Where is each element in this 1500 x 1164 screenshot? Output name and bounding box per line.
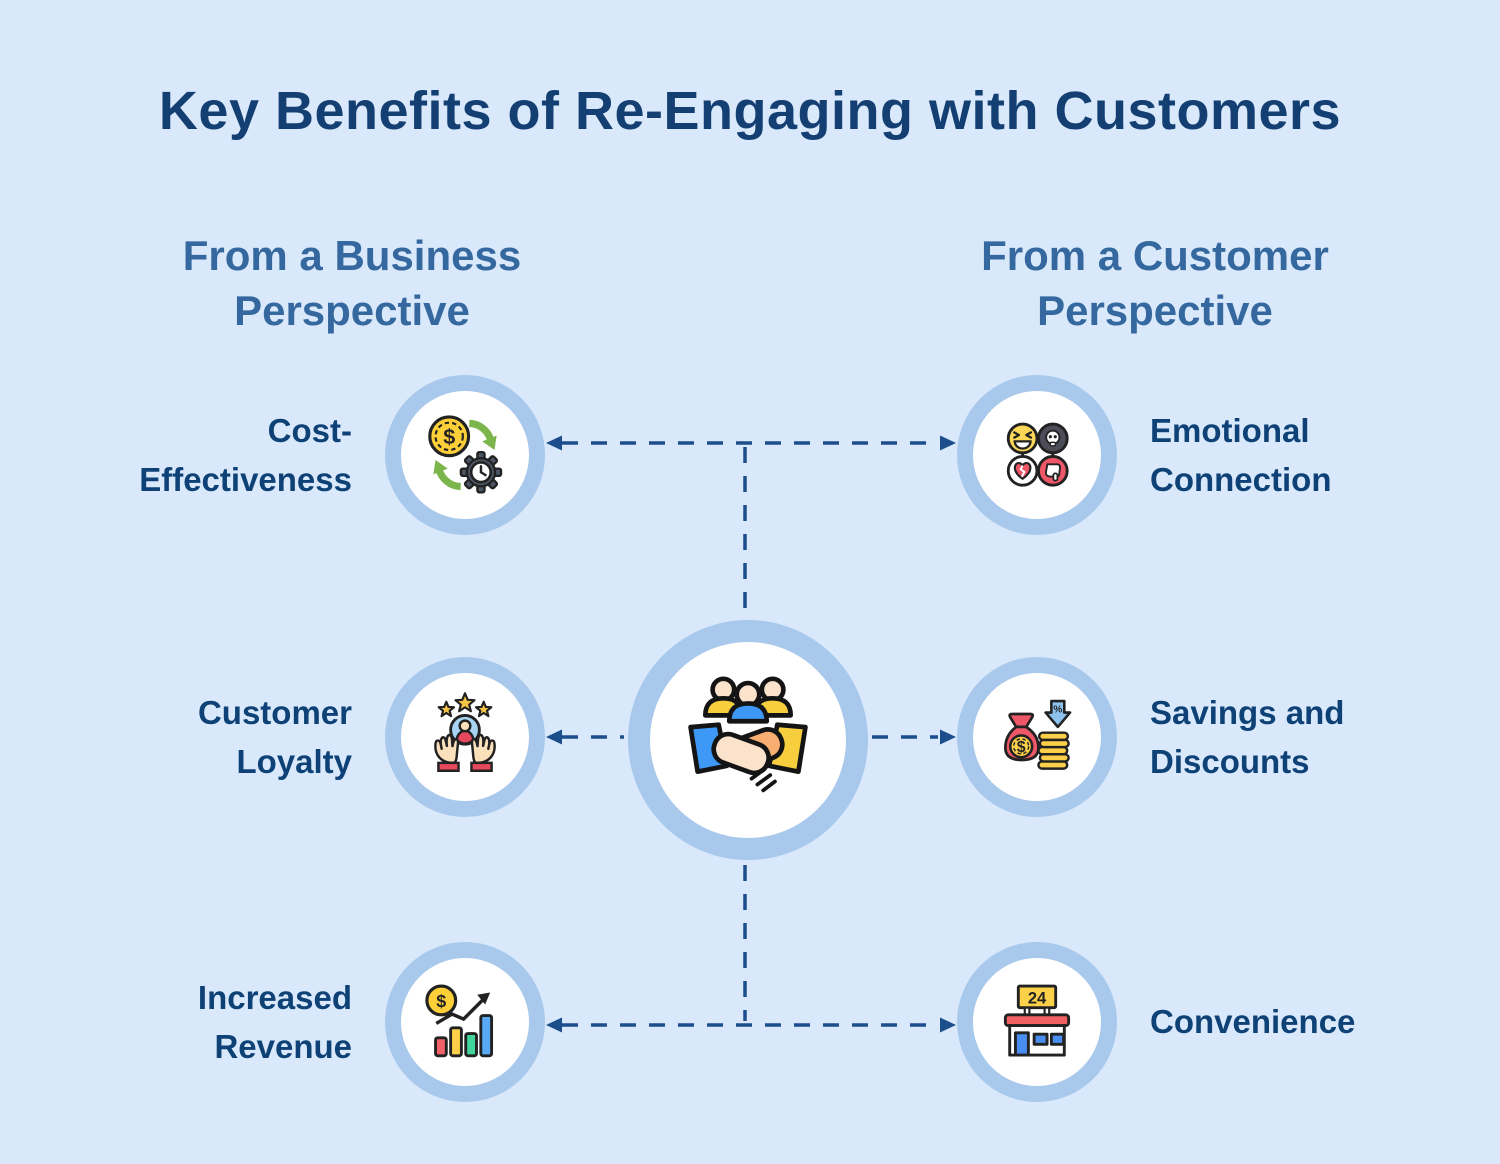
arrow-left-icon bbox=[546, 435, 562, 451]
benefit-label: Savings and Discounts bbox=[1150, 662, 1450, 812]
benefit-label-text: Savings and Discounts bbox=[1150, 693, 1345, 781]
benefit-circle-emotional-connection bbox=[957, 375, 1117, 535]
arrow-right-icon bbox=[940, 435, 956, 451]
benefit-label: Cost-Effectiveness bbox=[82, 380, 352, 530]
svg-text:$: $ bbox=[436, 991, 446, 1011]
svg-text:%: % bbox=[1053, 705, 1062, 716]
svg-text:$: $ bbox=[1017, 739, 1026, 756]
handshake-people-icon bbox=[688, 676, 808, 793]
arrow-right-icon bbox=[940, 1017, 956, 1033]
benefit-label-text: Cost-Effectiveness bbox=[139, 411, 352, 499]
arrow-left-icon bbox=[546, 729, 562, 745]
benefit-label: Emotional Connection bbox=[1150, 380, 1450, 530]
benefit-label: Convenience bbox=[1150, 947, 1450, 1097]
cost-effectiveness-icon: $ bbox=[428, 415, 503, 494]
benefit-circle-customer-loyalty bbox=[385, 657, 545, 817]
svg-text:$: $ bbox=[443, 424, 455, 449]
benefit-label-text: Increased Revenue bbox=[197, 978, 352, 1066]
benefit-label: Customer Loyalty bbox=[82, 662, 352, 812]
benefit-label-text: Customer Loyalty bbox=[197, 693, 352, 781]
arrow-left-icon bbox=[546, 1017, 562, 1033]
benefit-circle-increased-revenue: $ bbox=[385, 942, 545, 1102]
page-title: Key Benefits of Re-Engaging with Custome… bbox=[158, 81, 1342, 141]
benefit-label: Increased Revenue bbox=[82, 947, 352, 1097]
arrow-right-icon bbox=[940, 729, 956, 745]
customer-column-heading: From a Customer Perspective bbox=[981, 232, 1329, 335]
benefit-circle-savings-discounts: % $ bbox=[957, 657, 1117, 817]
emotional-connection-icon bbox=[1006, 422, 1069, 487]
benefit-label-text: Emotional Connection bbox=[1150, 411, 1332, 499]
center-circle bbox=[628, 620, 868, 860]
increased-revenue-icon: $ bbox=[425, 984, 494, 1058]
customer-loyalty-icon bbox=[434, 692, 496, 773]
benefit-circle-convenience: 24 bbox=[957, 942, 1117, 1102]
benefit-label-text: Convenience bbox=[1150, 1003, 1356, 1041]
svg-text:24: 24 bbox=[1028, 988, 1047, 1007]
convenience-icon: 24 bbox=[1003, 984, 1071, 1057]
benefit-circle-cost-effectiveness: $ bbox=[385, 375, 545, 535]
business-column-heading: From a Business Perspective bbox=[182, 232, 522, 335]
savings-discounts-icon: % $ bbox=[1004, 699, 1072, 770]
